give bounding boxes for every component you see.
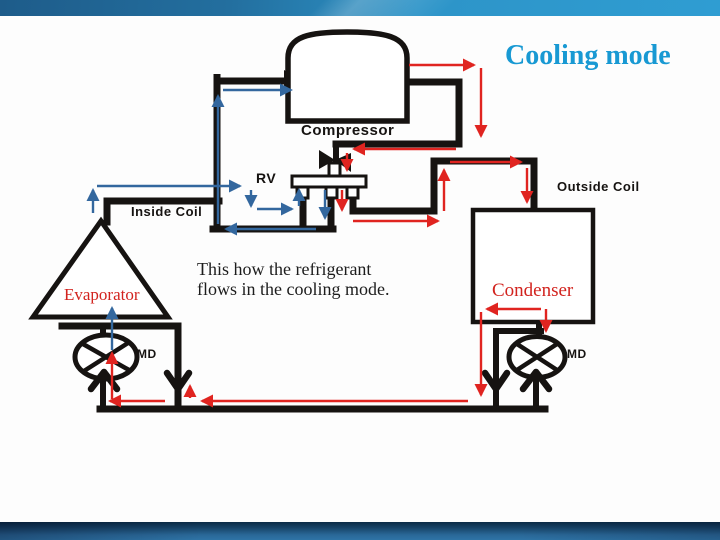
reversing-valve [290, 150, 368, 200]
metering-device-right-label: MD [567, 347, 587, 361]
caption-line-2: flows in the cooling mode. [197, 279, 390, 299]
reversing-valve-label: RV [256, 170, 277, 186]
compressor-shape [285, 29, 410, 124]
bottom-banner [0, 522, 720, 540]
condenser-label: Condenser [492, 280, 574, 301]
caption-line-1: This how the refrigerant [197, 259, 372, 279]
caption-text: This how the refrigerant flows in the co… [197, 259, 389, 299]
rv-body [290, 174, 368, 189]
cold-flow-arrows [86, 83, 332, 350]
condenser-box [470, 207, 596, 325]
pipe-direction-chevrons [87, 368, 553, 393]
metering-device-left-label: MD [137, 347, 157, 361]
inside-coil-label: Inside Coil [131, 204, 203, 219]
outside-coil-label: Outside Coil [557, 179, 640, 194]
top-banner [0, 0, 720, 16]
evaporator-label: Evaporator [64, 285, 140, 304]
evaporator-triangle [28, 216, 173, 320]
hot-flow-arrows [105, 58, 553, 408]
slide-title: Cooling mode [505, 40, 671, 71]
compressor-label: Compressor [301, 122, 395, 139]
